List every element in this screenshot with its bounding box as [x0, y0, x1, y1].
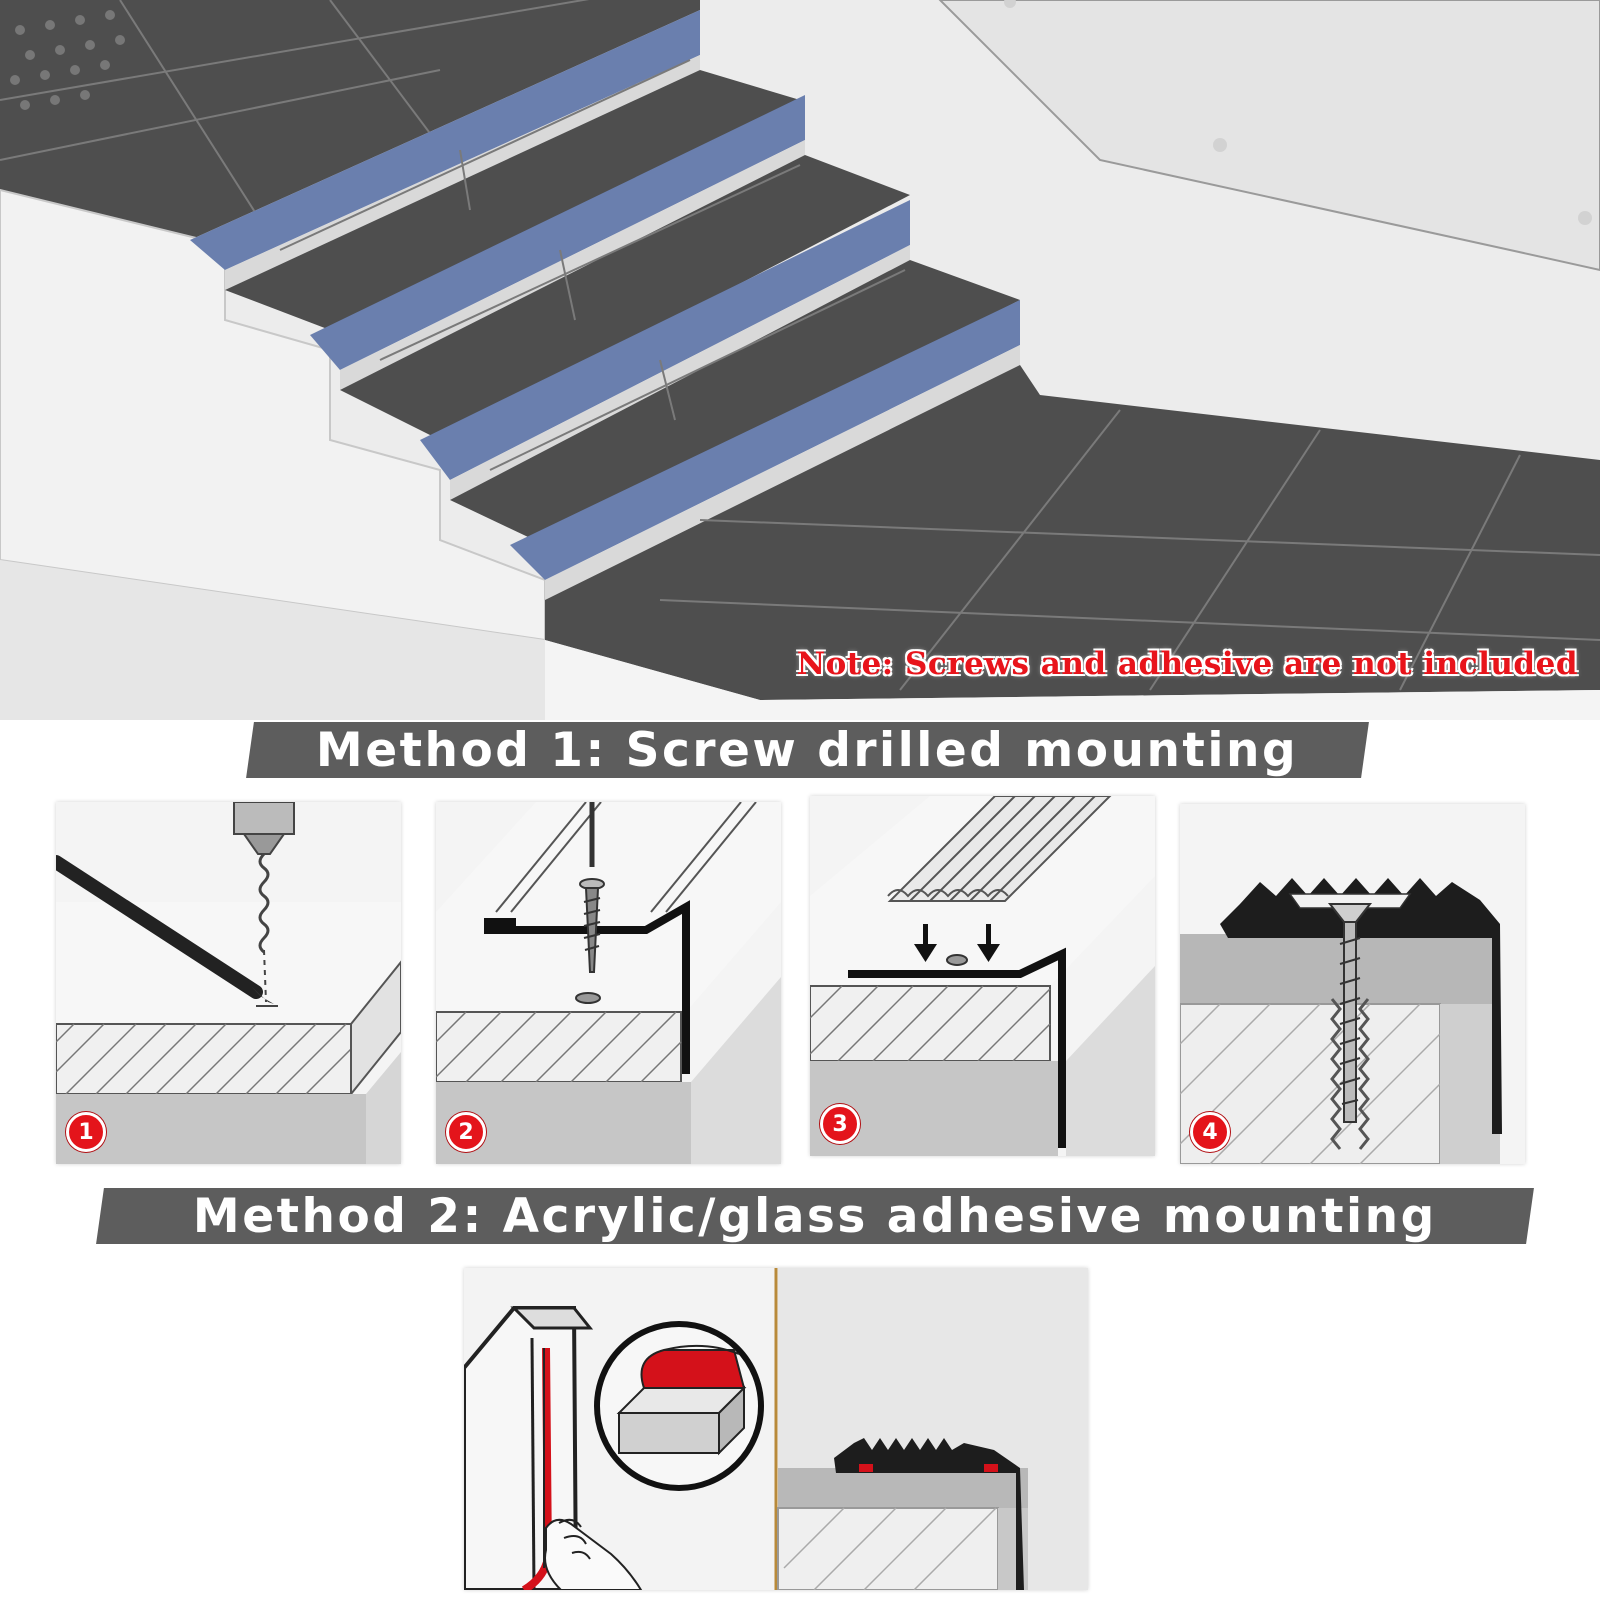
step-2-badge: 2: [446, 1112, 486, 1152]
step-3-panel: 3: [810, 796, 1155, 1156]
step-1-badge: 1: [66, 1112, 106, 1152]
method2-banner: Method 2: Acrylic/glass adhesive mountin…: [96, 1188, 1534, 1244]
method2-title: Method 2: Acrylic/glass adhesive mountin…: [193, 1188, 1437, 1244]
staircase-illustration: Note: Screws and adhesive are not includ…: [0, 0, 1600, 720]
note-text: Note: Screws and adhesive are not includ…: [796, 646, 1578, 682]
step-1-illustration: [56, 802, 401, 1164]
adhesive-mounting-illustration: [464, 1268, 1088, 1590]
step-3-illustration: [810, 796, 1155, 1156]
method1-title: Method 1: Screw drilled mounting: [316, 722, 1299, 778]
step-4-panel: 4: [1180, 804, 1525, 1164]
method1-banner: Method 1: Screw drilled mounting: [246, 722, 1369, 778]
step-4-illustration: [1180, 804, 1525, 1164]
staircase-svg: [0, 0, 1600, 720]
step-2-panel: 2: [436, 802, 781, 1164]
step-3-badge: 3: [820, 1104, 860, 1144]
step-2-illustration: [436, 802, 781, 1164]
step-4-badge: 4: [1190, 1112, 1230, 1152]
step-1-panel: 1: [56, 802, 401, 1164]
adhesive-mounting-panel: [464, 1268, 1088, 1590]
